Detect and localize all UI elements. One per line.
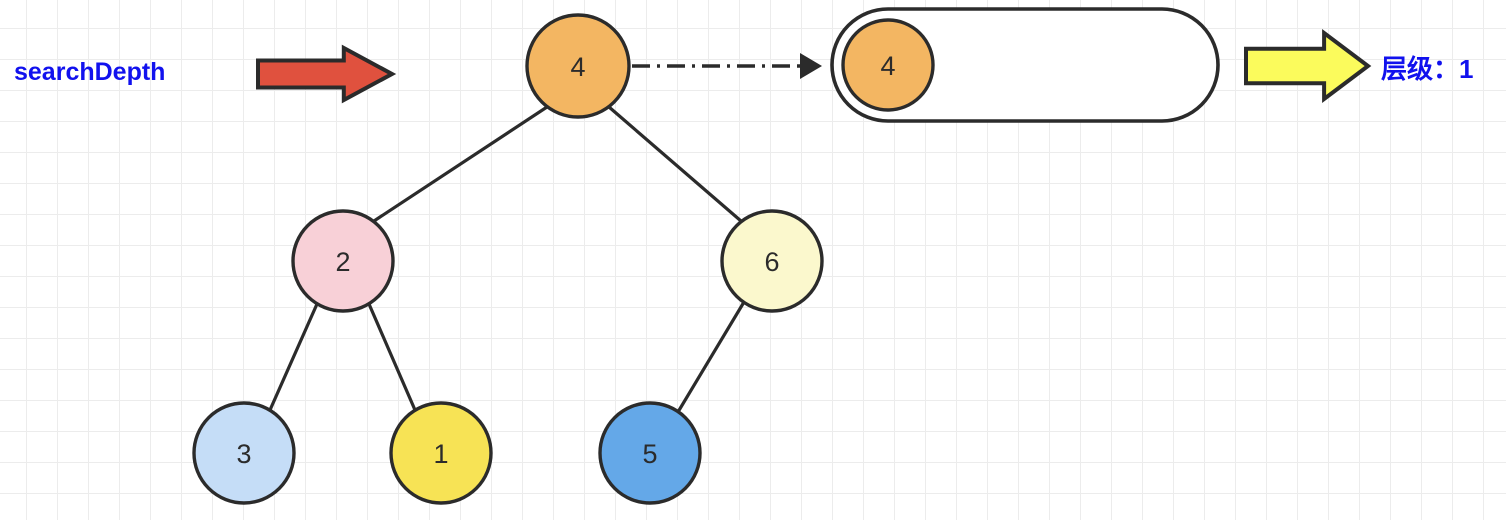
tree-node-n6 (720, 209, 824, 313)
level-label: 层级：1 (1381, 54, 1474, 84)
tree-node-n2 (291, 209, 395, 313)
tree-edge-n2-n3 (268, 302, 319, 412)
tree-node-label-n1: 1 (433, 439, 448, 469)
queue-item-label-0: 4 (880, 51, 895, 81)
tree-edge-root-n6 (607, 105, 743, 223)
tree-node-n1 (389, 401, 493, 505)
tree-node-label-root: 4 (570, 52, 585, 82)
tree-edges (268, 105, 746, 414)
tree-node-label-n2: 2 (335, 247, 350, 277)
queue-item-circle-0 (841, 18, 935, 112)
tree-node-root (525, 13, 631, 119)
tree-node-n3 (192, 401, 296, 505)
queue-box (830, 7, 1220, 123)
tree-node-label-n6: 6 (764, 247, 779, 277)
tree-nodes: 4 2 6 3 1 5 (192, 13, 824, 505)
tree-edge-root-n2 (372, 105, 549, 223)
tree-node-label-n5: 5 (642, 439, 657, 469)
red-right-arrow (256, 44, 397, 104)
enqueue-arrowhead-icon (800, 53, 822, 79)
enqueue-connector (632, 53, 822, 79)
tree-edge-n2-n1 (367, 302, 417, 412)
yellow-right-arrow (1244, 28, 1372, 104)
annotation-arrows (256, 28, 1372, 104)
tree-node-label-n3: 3 (236, 439, 251, 469)
tree-edge-n6-n5 (676, 300, 746, 414)
tree-node-n5 (598, 401, 702, 505)
queue-container: 4 (830, 7, 1220, 123)
search-depth-label: searchDepth (14, 58, 166, 86)
